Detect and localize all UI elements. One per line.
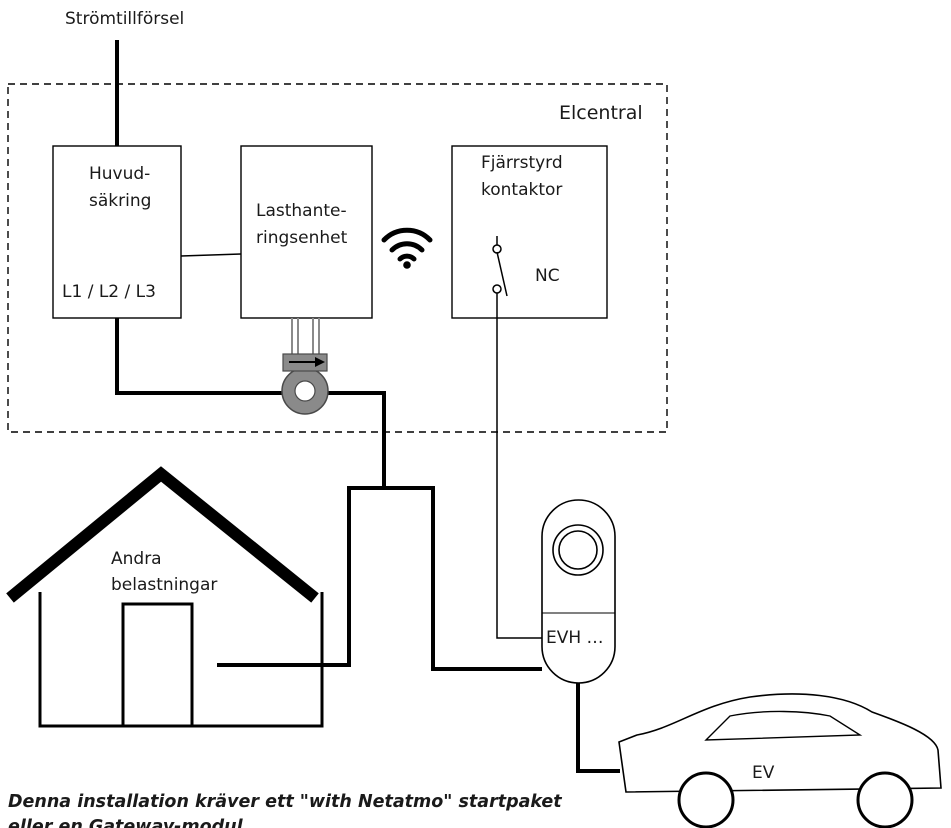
main-fuse-box: Huvud- säkring L1 / L2 / L3 bbox=[52, 145, 182, 319]
vehicle-label: EV bbox=[752, 763, 775, 783]
main-fuse-label-1: Huvud- bbox=[89, 164, 150, 184]
main-fuse-label-2: säkring bbox=[89, 191, 151, 211]
switch-icon bbox=[492, 236, 508, 297]
load-unit-label-2: ringsenhet bbox=[256, 228, 348, 248]
charging-cable bbox=[576, 683, 620, 773]
note-line-1: Denna installation kräver ett "with Neta… bbox=[8, 792, 562, 812]
contactor-label-2: kontaktor bbox=[481, 180, 562, 200]
load-unit-label-1: Lasthante- bbox=[256, 201, 347, 221]
wifi-icon bbox=[381, 227, 433, 269]
note-line-2: eller en Gateway-modul bbox=[8, 817, 244, 828]
fuse-to-unit-line bbox=[180, 253, 242, 257]
power-supply-label: Strömtillförsel bbox=[65, 9, 184, 29]
current-clamp-icon bbox=[281, 318, 329, 415]
contactor-label-1: Fjärrstyrd bbox=[481, 153, 563, 173]
charger-label: EVH … bbox=[546, 628, 604, 648]
contactor-to-charger-line bbox=[496, 293, 542, 639]
panel-label: Elcentral bbox=[559, 102, 643, 124]
ev-charger: EVH … bbox=[541, 499, 616, 684]
other-loads-label-2: belastningar bbox=[111, 575, 217, 595]
charger-feed-cable bbox=[384, 486, 542, 671]
remote-contactor-box: Fjärrstyrd kontaktor NC bbox=[451, 145, 608, 319]
panel-border bbox=[7, 83, 668, 433]
house: Andra belastningar bbox=[6, 466, 324, 728]
other-loads-label-1: Andra bbox=[111, 549, 162, 569]
phases-label: L1 / L2 / L3 bbox=[62, 282, 156, 302]
electric-vehicle: EV bbox=[618, 693, 942, 828]
nc-label: NC bbox=[535, 266, 560, 286]
load-management-unit: Lasthante- ringsenhet bbox=[240, 145, 373, 319]
